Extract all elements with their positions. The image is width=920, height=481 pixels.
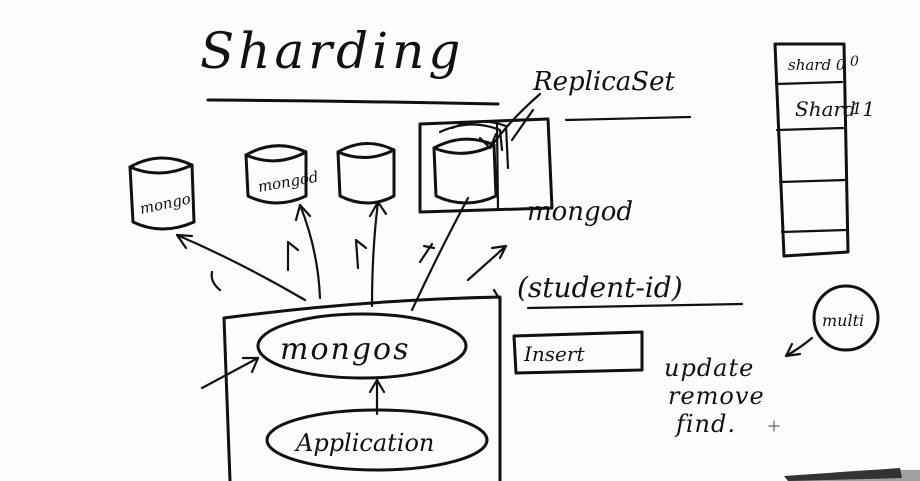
arrow-to-mongod bbox=[466, 244, 508, 282]
arrow-to-shard-1-head bbox=[175, 233, 194, 250]
arrow-mark-2 bbox=[286, 240, 300, 272]
shard-row-0: shard 0 bbox=[788, 56, 846, 74]
arrow-app-to-mongos-head bbox=[368, 378, 386, 394]
shard-cylinder-1: mongo bbox=[128, 156, 196, 231]
shard-row-1: Shard 1 bbox=[795, 97, 875, 121]
op-remove: remove bbox=[668, 382, 765, 410]
op-update: update bbox=[664, 354, 754, 382]
arrow-mark-3 bbox=[354, 238, 368, 270]
insert-label: Insert bbox=[523, 342, 585, 366]
arrow-to-shard-2-head bbox=[294, 203, 312, 222]
cylinder-2-label: mongod bbox=[256, 168, 319, 196]
shard-key-label: (student-id) bbox=[517, 271, 683, 304]
replica-pointer-arrow-2 bbox=[510, 108, 535, 142]
arrow-to-shard-1 bbox=[175, 233, 307, 302]
mongod-label: mongod bbox=[527, 197, 633, 227]
multi-node: multi bbox=[812, 284, 880, 352]
shard-cylinder-3 bbox=[336, 142, 396, 205]
arrow-multi-to-ops-head bbox=[784, 342, 802, 358]
arrow-to-replica bbox=[410, 196, 470, 312]
arrow-into-mongos bbox=[200, 356, 260, 390]
pen-icon bbox=[784, 468, 902, 481]
shard-row-1-suffix: 1 bbox=[852, 99, 862, 118]
insert-box: Insert bbox=[512, 330, 644, 375]
application-label: Application bbox=[294, 429, 434, 457]
arrow-tick-1 bbox=[210, 270, 222, 292]
arrow-to-shard-3-head bbox=[368, 200, 388, 218]
router-box bbox=[222, 288, 502, 481]
shard-cylinder-2: mongod bbox=[244, 144, 320, 205]
cylinder-1-label: mongo bbox=[138, 190, 192, 218]
arrow-mark-4 bbox=[418, 242, 436, 264]
diagram-title: Sharding bbox=[200, 22, 464, 80]
cursor-crosshair-icon bbox=[768, 420, 780, 432]
arrow-into-mongos-head bbox=[241, 356, 260, 374]
replica-set-underline bbox=[564, 115, 692, 122]
arrow-to-shard-3 bbox=[370, 200, 380, 308]
shard-row-0-suffix: 0 bbox=[850, 54, 859, 70]
op-find: find. bbox=[674, 410, 736, 438]
multi-label: multi bbox=[822, 311, 864, 330]
mongos-node: mongos bbox=[256, 312, 468, 380]
arrow-to-mongod-head bbox=[490, 244, 508, 260]
application-node: Application bbox=[265, 408, 489, 472]
shard-key-underline bbox=[526, 302, 744, 310]
arrow-to-shard-2 bbox=[298, 203, 322, 300]
shard-table: shard 0 Shard 1 0 1 bbox=[773, 42, 875, 258]
mongos-label: mongos bbox=[280, 332, 411, 367]
title-underline bbox=[206, 98, 500, 106]
replica-set-label: ReplicaSet bbox=[532, 67, 675, 97]
